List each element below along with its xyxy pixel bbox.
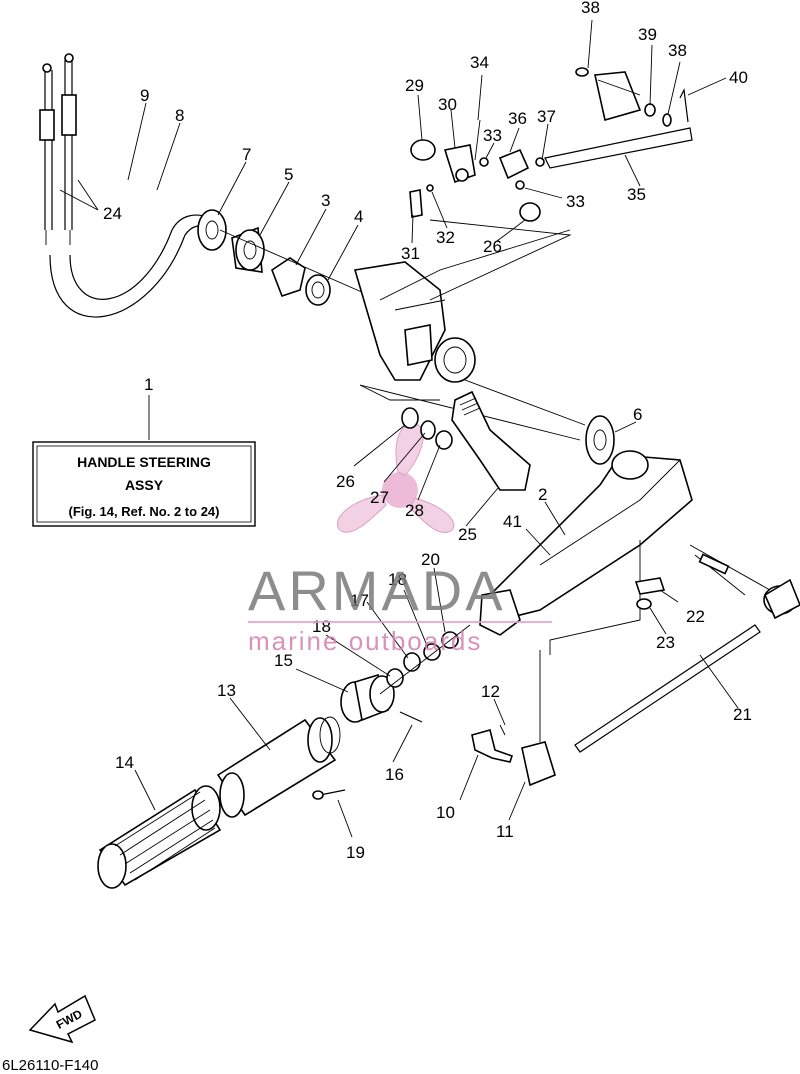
callout-26b: 26 [483, 237, 502, 256]
callout-14: 14 [115, 753, 134, 772]
callout-24: 24 [103, 204, 122, 223]
watermark-logo-icon [337, 423, 455, 533]
callout-29: 29 [405, 76, 424, 95]
callout-10: 10 [436, 803, 455, 822]
steering-bracket [353, 229, 571, 383]
callout-31: 31 [401, 244, 420, 263]
callout-2: 2 [538, 485, 547, 504]
callout-8: 8 [175, 106, 184, 125]
callout-19: 19 [346, 843, 365, 862]
watermark: ARMADA marine outboards [248, 559, 552, 656]
callout-30: 30 [438, 95, 457, 114]
callout-13: 13 [217, 681, 236, 700]
callout-3: 3 [321, 191, 330, 210]
callout-33b: 33 [566, 192, 585, 211]
box-line-2: ASSY [125, 477, 164, 493]
stopper-and-rod [471, 544, 800, 787]
callout-12: 12 [481, 682, 500, 701]
control-cables [39, 53, 213, 318]
callout-27: 27 [370, 488, 389, 507]
callout-34: 34 [470, 53, 489, 72]
callout-21: 21 [733, 705, 752, 724]
lever [359, 384, 531, 491]
callout-16: 16 [385, 765, 404, 784]
diagram-code: 6L26110-F140 [2, 1057, 98, 1074]
callout-33a: 33 [483, 126, 502, 145]
callout-17: 17 [350, 591, 369, 610]
callout-25: 25 [458, 525, 477, 544]
callout-18a: 18 [388, 570, 407, 589]
box-line-1: HANDLE STEERING [77, 454, 211, 470]
box-line-3: (Fig. 14, Ref. No. 2 to 24) [69, 504, 220, 519]
watermark-tagline: marine outboards [248, 626, 482, 656]
callout-4: 4 [354, 207, 363, 226]
callout-11: 11 [496, 822, 514, 841]
callout-6: 6 [633, 405, 642, 424]
callout-36: 36 [508, 109, 527, 128]
callout-28: 28 [405, 501, 424, 520]
callout-38a: 38 [581, 0, 600, 17]
watermark-brand: ARMADA [248, 559, 506, 622]
callout-37: 37 [537, 107, 556, 126]
callout-38b: 38 [668, 41, 687, 60]
assembly-reference-box: HANDLE STEERING ASSY (Fig. 14, Ref. No. … [32, 441, 256, 527]
callout-5: 5 [284, 165, 293, 184]
callout-9: 9 [140, 86, 149, 105]
throttle-grip-parts [97, 624, 471, 889]
callout-35: 35 [627, 185, 646, 204]
callout-15: 15 [274, 651, 293, 670]
callout-39: 39 [638, 25, 657, 44]
leader-lines [59, 19, 739, 838]
callout-20: 20 [421, 550, 440, 569]
callout-22: 22 [686, 607, 705, 626]
callout-23: 23 [656, 633, 675, 652]
friction-parts [197, 209, 381, 306]
callout-1: 1 [144, 375, 153, 394]
callout-7: 7 [242, 145, 251, 164]
callout-26a: 26 [336, 472, 355, 491]
throttle-link-parts [409, 67, 693, 301]
callout-numbers: 1 2 3 4 5 6 7 8 9 10 11 12 13 14 15 16 1… [103, 0, 752, 862]
callout-40: 40 [729, 68, 748, 87]
callout-32: 32 [436, 228, 455, 247]
forward-arrow-icon: FWD [28, 994, 96, 1044]
callout-41: 41 [503, 512, 522, 531]
